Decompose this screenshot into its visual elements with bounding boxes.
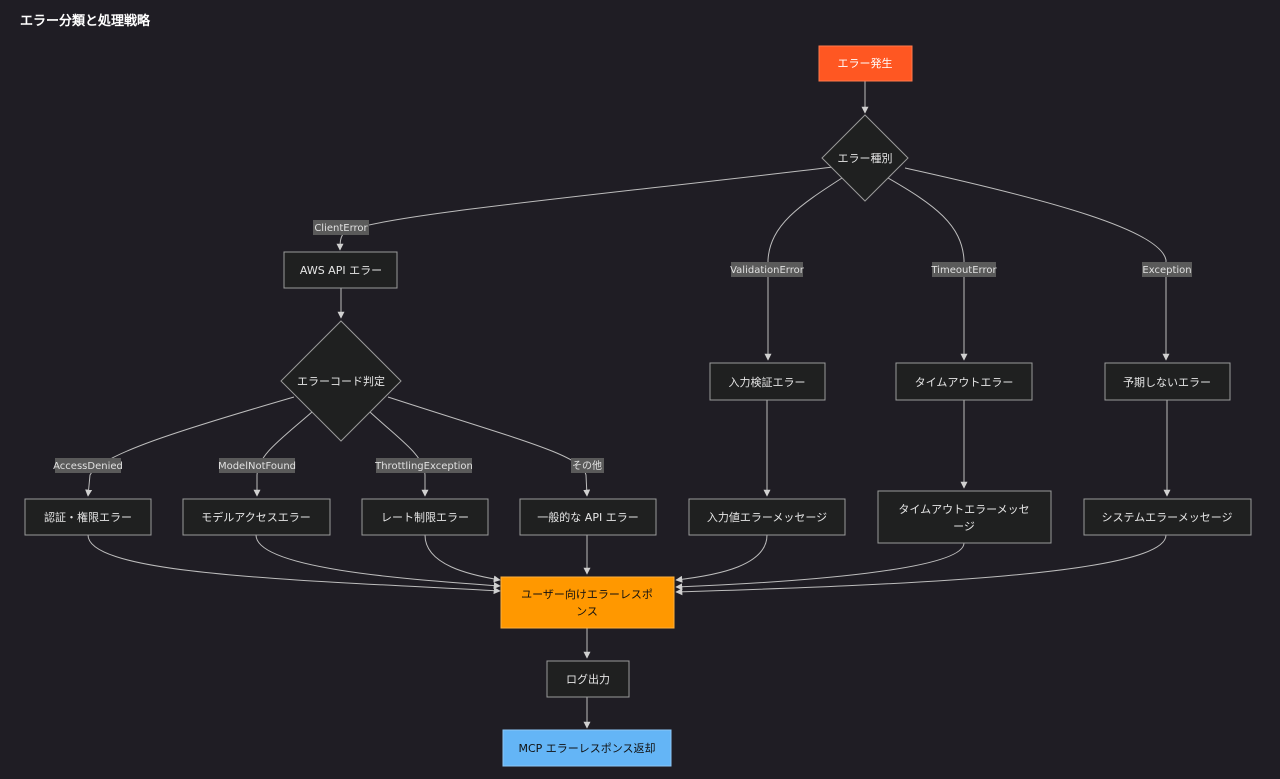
node-timeout-msg-label-line2: ージ [953, 520, 975, 533]
node-rate-label: レート制限エラー [381, 511, 469, 524]
node-input-msg-label: 入力値エラーメッセージ [707, 511, 827, 524]
edge-type-to-timeout [887, 177, 968, 361]
node-timeout-label: タイムアウトエラー [915, 376, 1014, 389]
node-auth-label: 認証・権限エラー [44, 510, 132, 524]
edge-code-to-auth [85, 396, 295, 497]
node-model-label: モデルアクセスエラー [201, 510, 310, 524]
edges [85, 81, 1171, 729]
edge-label-exception: Exception [1142, 265, 1191, 276]
node-general-label: 一般的な API エラー [537, 510, 638, 524]
node-timeout-msg: タイムアウトエラーメッセ ージ [877, 490, 1052, 544]
node-model: モデルアクセスエラー [182, 498, 331, 536]
edge-type-to-exception [904, 167, 1170, 361]
node-final: MCP エラーレスポンス返却 [502, 729, 672, 767]
node-start-label: エラー発生 [838, 56, 893, 70]
node-system-msg-label: システムエラーメッセージ [1101, 511, 1232, 524]
edge-label-throttling: ThrottlingException [374, 461, 473, 472]
edge-system-msg-to-response [675, 534, 1167, 596]
node-auth: 認証・権限エラー [24, 498, 152, 536]
node-timeout-msg-label-line1: タイムアウトエラーメッセ [898, 503, 1029, 516]
node-unexpected-label: 予期しないエラー [1123, 376, 1211, 389]
node-validation: 入力検証エラー [709, 362, 826, 401]
edge-label-client-error: ClientError [314, 223, 368, 234]
node-error-code: エラーコード判定 [280, 320, 402, 442]
node-user-response-label-line1: ユーザー向けエラーレスポ [521, 587, 653, 601]
node-general: 一般的な API エラー [519, 498, 657, 536]
node-error-type: エラー種別 [821, 114, 909, 202]
edge-input-msg-to-response [675, 534, 768, 583]
node-error-type-label: エラー種別 [838, 151, 893, 165]
edge-code-to-general [387, 396, 591, 497]
edge-timeout-msg-to-response [675, 542, 965, 591]
edge-auth-to-response [87, 534, 501, 595]
edge-label-validation-error: ValidationError [730, 265, 805, 276]
edge-label-other: その他 [572, 459, 602, 472]
edge-type-to-aws [336, 166, 834, 251]
edge-model-to-response [255, 534, 501, 590]
edge-labels: ClientError ValidationError TimeoutError… [53, 220, 1192, 473]
node-start: エラー発生 [818, 45, 913, 82]
node-timeout: タイムアウトエラー [895, 362, 1033, 401]
node-unexpected: 予期しないエラー [1104, 362, 1231, 401]
node-rate: レート制限エラー [361, 498, 489, 536]
node-error-code-label: エラーコード判定 [297, 374, 385, 388]
node-aws-api-error: AWS API エラー [283, 251, 398, 289]
edge-label-access-denied: AccessDenied [53, 461, 123, 472]
node-user-response-label-line2: ンス [576, 605, 598, 618]
edge-label-timeout-error: TimeoutError [930, 265, 997, 276]
node-log: ログ出力 [546, 660, 630, 698]
edge-label-model-not-found: ModelNotFound [218, 461, 296, 472]
node-aws-api-error-label: AWS API エラー [300, 264, 382, 277]
edge-type-to-validation [764, 177, 843, 361]
node-final-label: MCP エラーレスポンス返却 [518, 742, 655, 755]
edge-rate-to-response [424, 534, 501, 583]
node-user-response: ユーザー向けエラーレスポ ンス [500, 576, 675, 629]
node-system-msg: システムエラーメッセージ [1083, 498, 1252, 536]
node-log-label: ログ出力 [566, 672, 610, 686]
edge-code-to-model [253, 411, 313, 497]
edge-code-to-rate [369, 411, 429, 497]
node-validation-label: 入力検証エラー [729, 375, 806, 389]
page-title: エラー分類と処理戦略 [20, 14, 151, 29]
node-input-msg: 入力値エラーメッセージ [688, 498, 846, 536]
